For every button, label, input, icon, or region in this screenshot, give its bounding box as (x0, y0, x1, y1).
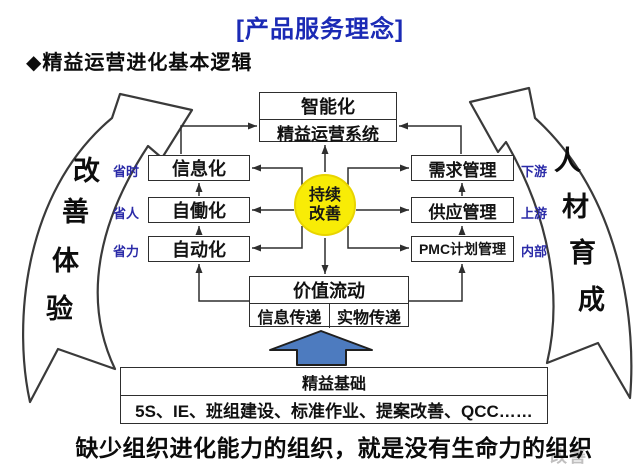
left-arrow-char-2: 善 (62, 197, 89, 227)
circle-text-line2: 改善 (308, 206, 341, 223)
connector-lines (180, 122, 466, 302)
box-jidoka: 自働化 (148, 197, 250, 223)
circle-text-line1: 持续 (308, 186, 341, 204)
label-downstream: 下游 (521, 164, 548, 179)
label-internal: 内部 (521, 244, 548, 259)
value-flow-title: 价值流动 (293, 281, 365, 301)
label-save-time: 省时 (113, 164, 140, 179)
improvement-experience-arrow (22, 92, 194, 404)
lean-foundation-title: 精益基础 (301, 375, 366, 393)
continuous-improvement-circle: 持续 改善 (294, 174, 356, 236)
section-heading: ◆精益运营进化基本逻辑 (26, 52, 253, 74)
left-arrow-char-4: 验 (46, 294, 73, 324)
box-demand-management: 需求管理 (411, 155, 514, 181)
top-box: 智能化 精益运营系统 (259, 92, 397, 145)
talent-development-arrow (468, 86, 633, 400)
watermark: 改善 (550, 447, 588, 466)
label-save-people: 省人 (113, 206, 140, 221)
right-arrow-char-4: 成 (578, 285, 605, 315)
lean-foundation-items: 5S、IE、班组建设、标准作业、提案改善、QCC…… (121, 395, 547, 423)
box-informatization: 信息化 (148, 155, 250, 181)
right-arrow-char-3: 育 (569, 238, 596, 268)
box-intelligence: 智能化 (301, 97, 355, 117)
label-upstream: 上游 (521, 206, 548, 221)
cell-physical-transfer: 实物传递 (336, 310, 401, 327)
box-pmc-planning: PMC计划管理 (411, 236, 514, 262)
lean-foundation-box: 精益基础 5S、IE、班组建设、标准作业、提案改善、QCC…… (120, 367, 548, 424)
left-arrow-char-1: 改 (73, 156, 100, 186)
box-lean-operation-system: 精益运营系统 (260, 119, 396, 145)
label-save-effort: 省力 (113, 244, 140, 259)
bottom-statement: 缺少组织进化能力的组织，就是没有生命力的组织 (75, 435, 593, 461)
right-arrow-char-1: 人 (554, 146, 581, 176)
box-automation: 自动化 (148, 236, 250, 262)
foundation-up-arrow (269, 330, 373, 366)
box-supply-management: 供应管理 (411, 197, 514, 223)
slide-title: [产品服务理念] (236, 16, 404, 43)
left-arrow-char-3: 体 (52, 246, 79, 276)
cell-information-transfer: 信息传递 (250, 304, 330, 328)
value-flow-box: 价值流动 信息传递 实物传递 (249, 276, 409, 328)
right-arrow-char-2: 材 (562, 192, 589, 222)
